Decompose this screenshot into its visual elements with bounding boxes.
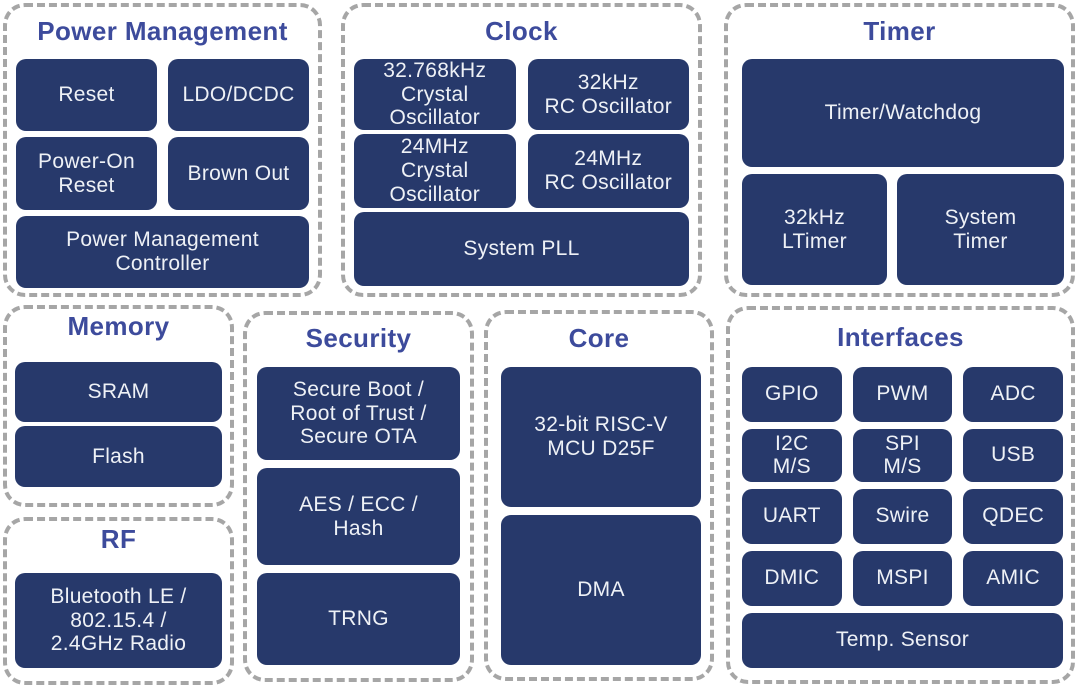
block-24mhz-rc-oscillator: 24MHz RC Oscillator: [527, 134, 689, 208]
section-security: Security Secure Boot / Root of Trust / S…: [243, 311, 474, 682]
block-sram: SRAM: [15, 362, 222, 422]
block-32768khz-crystal-oscillator: 32.768kHz Crystal Oscillator: [354, 59, 516, 130]
block-trng: TRNG: [257, 573, 460, 665]
clock-grid: 32.768kHz Crystal Oscillator 32kHz RC Os…: [354, 59, 689, 286]
block-mspi: MSPI: [852, 551, 953, 606]
timer-grid: Timer/Watchdog 32kHz LTimer System Timer: [742, 59, 1064, 285]
block-amic: AMIC: [963, 551, 1063, 606]
block-aes-ecc-hash: AES / ECC / Hash: [257, 468, 460, 565]
block-reset: Reset: [16, 59, 157, 131]
section-title-rf: RF: [100, 524, 137, 554]
block-system-timer: System Timer: [897, 174, 1064, 285]
section-memory: Memory SRAM Flash: [3, 305, 234, 507]
section-title-core: Core: [568, 323, 630, 353]
section-title-timer: Timer: [863, 16, 936, 46]
section-clock: Clock 32.768kHz Crystal Oscillator 32kHz…: [341, 3, 702, 297]
section-title-power-management: Power Management: [37, 16, 288, 46]
block-secure-boot-root-of-trust-secure-ota: Secure Boot / Root of Trust / Secure OTA: [257, 367, 460, 460]
block-usb: USB: [963, 429, 1063, 482]
block-gpio: GPIO: [742, 367, 842, 422]
section-core: Core 32-bit RISC-V MCU D25F DMA: [484, 310, 714, 681]
block-system-pll: System PLL: [354, 212, 689, 286]
power-management-grid: Reset LDO/DCDC Power-On Reset Brown Out …: [16, 59, 309, 288]
section-interfaces: Interfaces GPIO PWM ADC I2C M/S SPI M/S …: [726, 306, 1075, 684]
interfaces-grid: GPIO PWM ADC I2C M/S SPI M/S USB UART Sw…: [742, 367, 1063, 668]
block-power-on-reset: Power-On Reset: [16, 137, 157, 210]
core-grid: 32-bit RISC-V MCU D25F DMA: [501, 367, 701, 665]
block-dmic: DMIC: [742, 551, 842, 606]
block-24mhz-crystal-oscillator: 24MHz Crystal Oscillator: [354, 134, 516, 208]
section-title-interfaces: Interfaces: [837, 322, 964, 352]
rf-grid: Bluetooth LE / 802.15.4 / 2.4GHz Radio: [15, 573, 222, 668]
block-dma: DMA: [501, 515, 701, 665]
block-32bit-riscv-mcu-d25f: 32-bit RISC-V MCU D25F: [501, 367, 701, 507]
block-ldo-dcdc: LDO/DCDC: [168, 59, 309, 131]
section-power-management: Power Management Reset LDO/DCDC Power-On…: [3, 3, 322, 297]
block-qdec: QDEC: [963, 489, 1063, 544]
memory-grid: SRAM Flash: [15, 362, 222, 487]
block-32khz-rc-oscillator: 32kHz RC Oscillator: [527, 59, 689, 130]
section-title-clock: Clock: [485, 16, 558, 46]
block-swire: Swire: [852, 489, 953, 544]
block-temp-sensor: Temp. Sensor: [742, 613, 1063, 668]
section-title-security: Security: [305, 323, 412, 353]
block-brown-out: Brown Out: [168, 137, 309, 210]
block-spi-ms: SPI M/S: [852, 429, 953, 482]
security-grid: Secure Boot / Root of Trust / Secure OTA…: [257, 367, 460, 665]
block-power-management-controller: Power Management Controller: [16, 216, 309, 288]
block-32khz-ltimer: 32kHz LTimer: [742, 174, 887, 285]
block-pwm: PWM: [852, 367, 953, 422]
block-flash: Flash: [15, 426, 222, 487]
section-title-memory: Memory: [67, 311, 170, 341]
block-adc: ADC: [963, 367, 1063, 422]
block-timer-watchdog: Timer/Watchdog: [742, 59, 1064, 167]
section-rf: RF Bluetooth LE / 802.15.4 / 2.4GHz Radi…: [3, 517, 234, 685]
block-i2c-ms: I2C M/S: [742, 429, 842, 482]
section-timer: Timer Timer/Watchdog 32kHz LTimer System…: [724, 3, 1075, 297]
block-uart: UART: [742, 489, 842, 544]
block-bluetooth-radio: Bluetooth LE / 802.15.4 / 2.4GHz Radio: [15, 573, 222, 668]
